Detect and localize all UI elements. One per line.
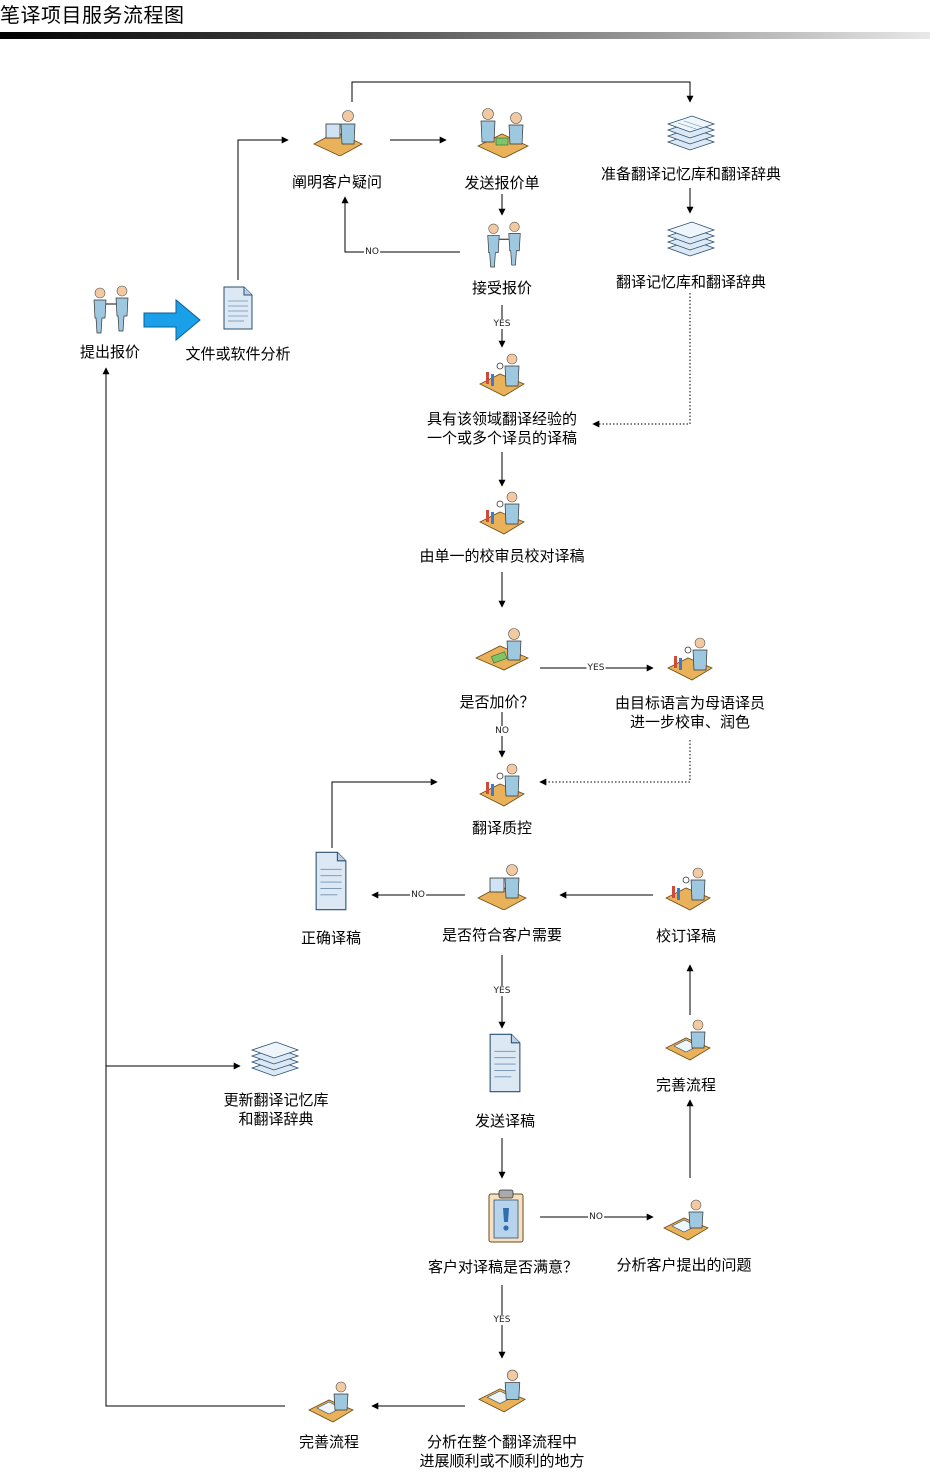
stacked-documents-icon bbox=[250, 1041, 300, 1077]
label-quality-control: 翻译质控 bbox=[471, 819, 533, 837]
tag-yes-extrafee: YES bbox=[586, 663, 606, 673]
person-at-desk-icon bbox=[479, 763, 525, 807]
big-blue-arrow bbox=[143, 298, 201, 342]
label-correct-draft: 正确译稿 bbox=[300, 929, 362, 947]
label-analyze-process-1: 分析在整个翻译流程中 bbox=[426, 1433, 578, 1451]
tag-yes-accept: YES bbox=[492, 319, 512, 329]
tag-yes-meets: YES bbox=[492, 986, 512, 996]
label-prepare-tm: 准备翻译记忆库和翻译辞典 bbox=[600, 165, 782, 183]
two-people-icon bbox=[487, 221, 521, 268]
label-translators-draft-2: 一个或多个译员的译稿 bbox=[426, 429, 578, 447]
person-writing-icon bbox=[308, 1381, 354, 1423]
label-send-quote: 发送报价单 bbox=[464, 174, 540, 192]
edge-accept-no-to-clarify bbox=[341, 196, 460, 253]
person-at-desk-icon bbox=[667, 637, 713, 681]
document-icon bbox=[223, 286, 253, 330]
tag-no-accept: NO bbox=[364, 247, 380, 257]
edge-improve-to-submit bbox=[102, 367, 285, 1407]
person-at-desk-icon bbox=[479, 353, 525, 397]
label-file-analysis: 文件或软件分析 bbox=[185, 345, 291, 363]
edge-native-dotted-to-qc bbox=[539, 740, 691, 786]
label-translators-draft-1: 具有该领域翻译经验的 bbox=[426, 410, 578, 428]
document-icon bbox=[315, 851, 347, 911]
label-native-review-2: 进一步校审、润色 bbox=[629, 713, 751, 731]
person-writing-icon bbox=[663, 1199, 709, 1241]
edge-tm-dotted-to-translators bbox=[592, 293, 691, 428]
person-with-money-icon bbox=[475, 628, 529, 671]
clipboard-exclamation-icon bbox=[488, 1189, 524, 1243]
label-analyze-process-2: 进展顺利或不顺利的地方 bbox=[419, 1452, 585, 1470]
document-icon bbox=[489, 1033, 521, 1093]
tag-yes-satisfied: YES bbox=[492, 1315, 512, 1325]
label-accept-quote: 接受报价 bbox=[471, 279, 533, 297]
label-extra-fee: 是否加价？ bbox=[459, 693, 535, 711]
person-writing-icon bbox=[478, 1369, 526, 1413]
label-update-tm-1: 更新翻译记忆库 bbox=[223, 1091, 329, 1109]
stacked-documents-icon bbox=[666, 221, 716, 257]
edge-correct-to-qc bbox=[331, 778, 438, 848]
person-at-desk-icon bbox=[665, 867, 711, 911]
label-update-tm-2: 和翻译辞典 bbox=[238, 1110, 314, 1128]
label-client-satisfied: 客户对译稿是否满意？ bbox=[427, 1258, 579, 1276]
tag-no-extrafee: NO bbox=[494, 726, 510, 736]
label-analyze-client-issues: 分析客户提出的问题 bbox=[616, 1256, 752, 1274]
person-at-computer-icon bbox=[313, 110, 363, 156]
edge-analysis-to-clarify bbox=[237, 136, 289, 280]
label-clarify-questions: 阐明客户疑问 bbox=[291, 173, 383, 191]
label-send-translation: 发送译稿 bbox=[474, 1112, 536, 1130]
edge-clarify-to-prepare bbox=[351, 81, 694, 103]
label-meets-needs: 是否符合客户需要 bbox=[441, 926, 563, 944]
two-people-icon bbox=[93, 285, 129, 334]
title-underline bbox=[0, 32, 930, 39]
person-at-computer-icon bbox=[477, 864, 527, 910]
tag-no-meets: NO bbox=[410, 890, 426, 900]
two-people-at-desk-icon bbox=[477, 108, 529, 158]
label-submit-quote: 提出报价 bbox=[79, 343, 141, 361]
label-native-review-1: 由目标语言为母语译员 bbox=[614, 694, 766, 712]
tag-no-satisfied: NO bbox=[588, 1212, 604, 1222]
stacked-documents-icon bbox=[666, 115, 716, 151]
label-tm-glossary: 翻译记忆库和翻译辞典 bbox=[615, 273, 767, 291]
label-improve-process-bottom: 完善流程 bbox=[298, 1433, 360, 1451]
person-writing-icon bbox=[665, 1019, 711, 1061]
label-single-reviewer: 由单一的校审员校对译稿 bbox=[419, 547, 585, 565]
label-revise-draft: 校订译稿 bbox=[655, 927, 717, 945]
person-at-desk-icon bbox=[479, 491, 525, 535]
page-title: 笔译项目服务流程图 bbox=[0, 3, 185, 27]
label-improve-process-right: 完善流程 bbox=[655, 1076, 717, 1094]
